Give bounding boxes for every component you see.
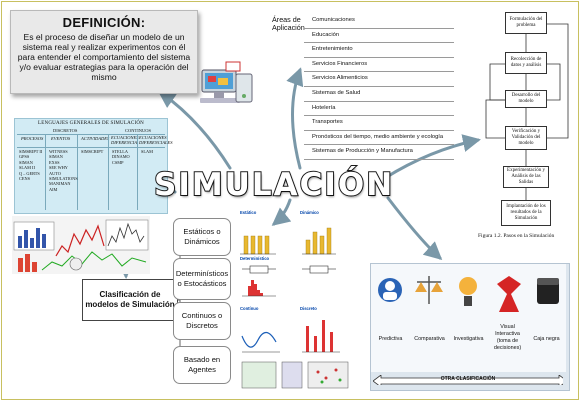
definition-text: Es el proceso de diseñar un modelo de un…: [17, 32, 191, 82]
figure-caption: Figura 1.2. Pasos en la Simulación: [478, 233, 555, 239]
step-box: Implantación de los resultados de la Sim…: [501, 200, 551, 226]
area-item: Pronósticos del tiempo, medio ambiente y…: [304, 131, 454, 146]
computer-illustration: [200, 61, 253, 103]
main-title: SIMULACIÓN: [153, 166, 395, 204]
other-classification-label: OTRA CLASIFICACIÓN: [440, 376, 496, 382]
definition-box: DEFINICIÓN: Es el proceso de diseñar un …: [10, 10, 198, 94]
type-deterministic-stochastic: Determinísticos o Estocásticos: [173, 258, 231, 300]
label-continuous: Contínuo: [240, 306, 259, 311]
type-continuous-discrete: Continuos o Discretos: [173, 302, 231, 340]
label-discrete: Discreto: [300, 306, 317, 311]
area-item: Transportes: [304, 116, 454, 131]
label-dynamic: Dinámico: [300, 210, 319, 215]
other-classification-arrow: [373, 375, 563, 385]
step-box: Verificación y Validación del modelo: [505, 126, 547, 150]
area-item: Servicios Financieros: [304, 58, 454, 73]
col-actividades: SIMSCRIPT: [81, 149, 104, 154]
languages-table: LENGUAJES GENERALES DE SIMULACIÓN DISCRE…: [14, 118, 173, 214]
areas-list: Comunicaciones Educación Entretenimiento…: [304, 14, 454, 160]
type-static-dynamic: Estáticos o Dinámicos: [173, 218, 231, 256]
model-type-illustrations: [240, 227, 349, 389]
step-box: Experimentación y Análisis de las Salida…: [503, 166, 549, 188]
header-ec-diferenciales: ECUACIONES DIFERENCIALES: [139, 135, 173, 145]
header-ec-diferencia: ECUACIONES DIFERENCIA: [111, 135, 139, 145]
definition-heading: DEFINICIÓN:: [62, 15, 146, 30]
type-agent-based: Basado en Agentes: [173, 346, 231, 384]
step-box: Formulación del problema: [505, 12, 547, 34]
header-actividades: ACTIVIDADES: [81, 136, 110, 141]
classification-title: Clasificación de modelos de Simulación: [82, 279, 178, 321]
label-static: Estático: [240, 210, 257, 215]
class-visual-interactiva: Visual Interactiva (toma de decisiones): [493, 324, 522, 351]
col-ec-diferenciales: SLAM: [141, 149, 153, 154]
languages-title: LENGUAJES GENERALES DE SIMULACIÓN: [38, 121, 144, 126]
step-box: Desarrollo del modelo: [505, 90, 547, 108]
class-predictiva: Predictiva: [378, 336, 403, 342]
classification-icons: [378, 276, 559, 312]
area-item: Hotelería: [304, 102, 454, 117]
area-item: Educación: [304, 29, 454, 44]
class-comparativa: Comparativa: [414, 336, 445, 342]
other-classification-panel: Predictiva Comparativa Investigativa Vis…: [370, 263, 570, 391]
chart-collage-illustration: [12, 216, 150, 274]
flowchart-arrows: [485, 23, 569, 200]
area-item: Sistemas de Producción y Manufactura: [304, 145, 454, 160]
area-item: Comunicaciones: [304, 14, 454, 29]
class-investigativa: Investigativa: [453, 336, 484, 342]
label-deterministic: Determinístico: [240, 256, 270, 261]
areas-label: Áreas de Aplicación: [272, 15, 305, 32]
class-caja-negra: Caja negra: [533, 336, 560, 342]
header-eventos: EVENTOS: [51, 136, 71, 141]
step-box: Recolección de datos y análisis: [505, 52, 547, 74]
area-item: Sistemas de Salud: [304, 87, 454, 102]
area-item: Entretenimiento: [304, 43, 454, 58]
area-item: Servicios Alimenticios: [304, 72, 454, 87]
group-continuous: CONTINUOS: [125, 128, 152, 133]
group-discrete: DISCRETOS: [53, 128, 78, 133]
header-procesos: PROCESOS: [21, 136, 44, 141]
